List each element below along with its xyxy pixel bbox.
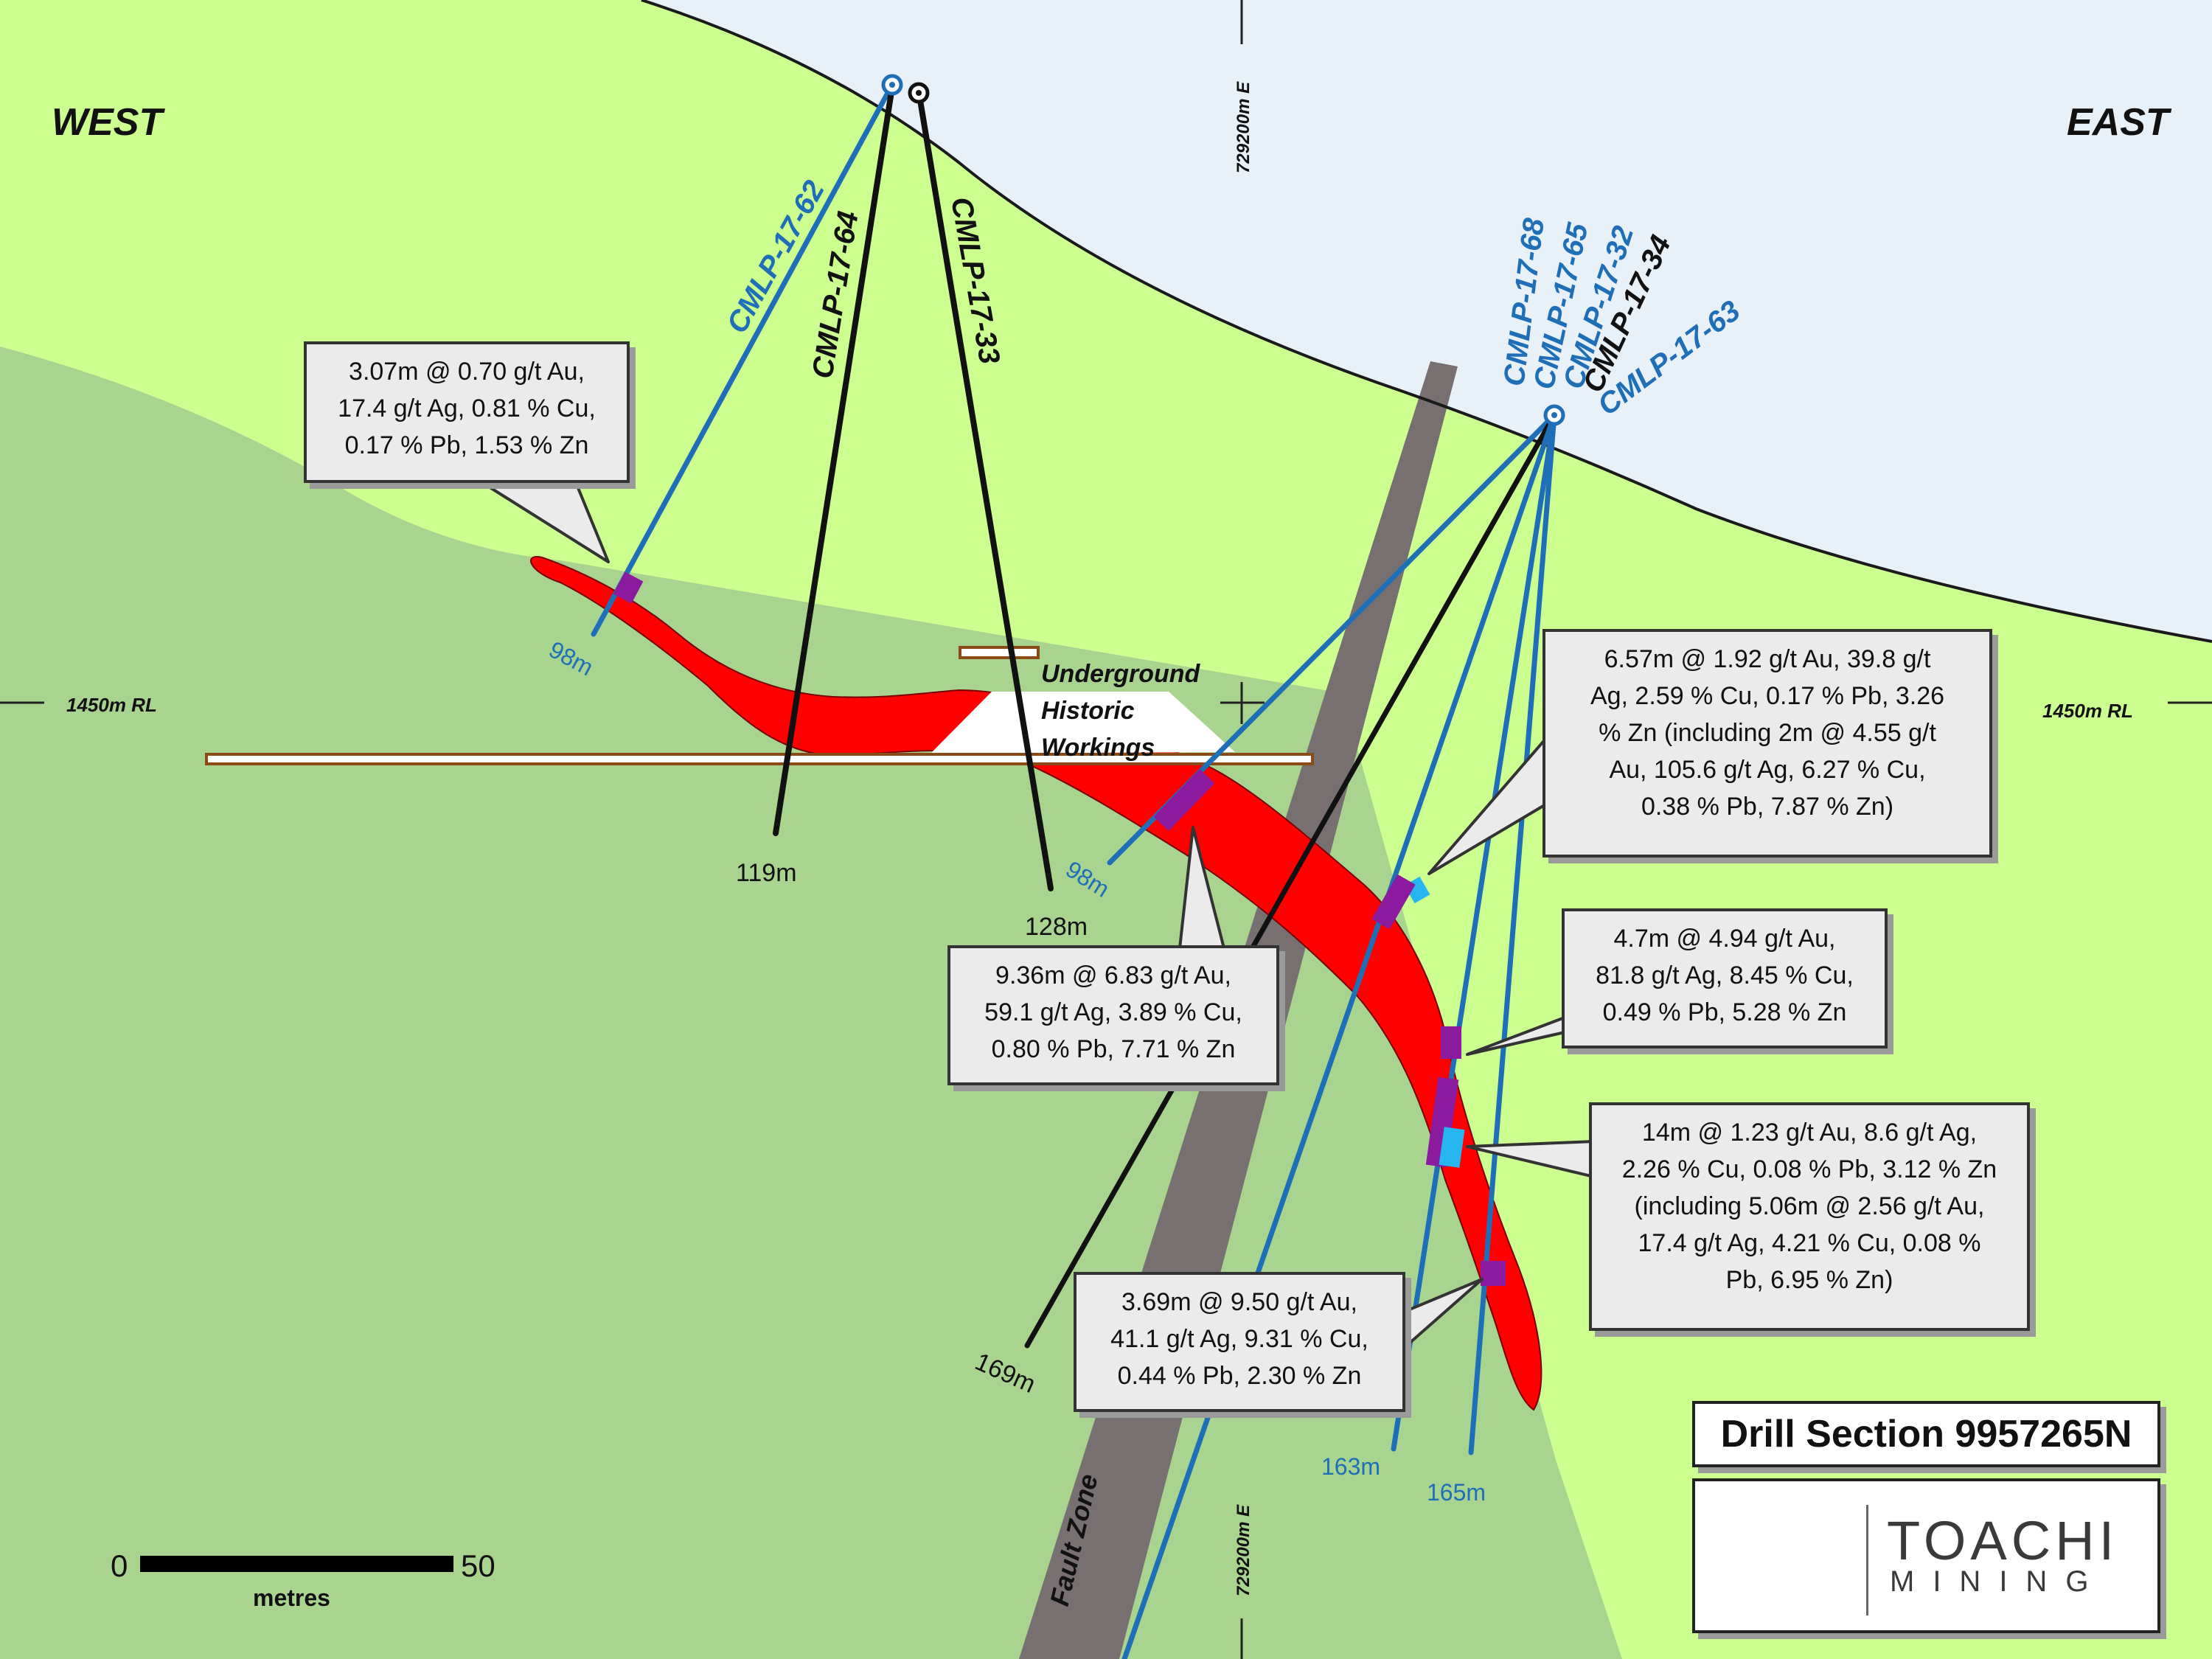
- drill-traces: [591, 82, 1557, 1659]
- trace-cmlp-17-34: [1024, 412, 1557, 1349]
- callout-cmlp-17-65: 14m @ 1.23 g/t Au, 8.6 g/t Ag, 2.26 % Cu…: [1589, 1102, 2030, 1331]
- callout-text: 6.57m @ 1.92 g/t Au, 39.8 g/t Ag, 2.59 %…: [1590, 645, 1945, 821]
- scale-zero: 0: [111, 1548, 128, 1583]
- historic-label: Historic: [1041, 697, 1135, 725]
- callout-text: 4.7m @ 4.94 g/t Au, 81.8 g/t Ag, 8.45 % …: [1596, 925, 1854, 1026]
- historic-drive-main: [205, 753, 1314, 765]
- depth-label-64: 119m: [736, 859, 797, 887]
- intercept-65-alt: [1439, 1127, 1465, 1168]
- rl-label-right: 1450m RL: [2042, 700, 2133, 722]
- intercept-68: [1153, 768, 1215, 832]
- callout-cmlp-17-68: 6.57m @ 1.92 g/t Au, 39.8 g/t Ag, 2.59 %…: [1543, 629, 1992, 858]
- callout-text: 3.07m @ 0.70 g/t Au, 17.4 g/t Ag, 0.81 %…: [338, 358, 596, 459]
- callout-text: 9.36m @ 6.83 g/t Au, 59.1 g/t Ag, 3.89 %…: [984, 961, 1242, 1063]
- intercept-62: [613, 571, 644, 604]
- depth-label-65: 163m: [1321, 1453, 1380, 1480]
- trace-cmlp-17-63: [1121, 412, 1557, 1659]
- scale-max: 50: [461, 1548, 495, 1583]
- company-logo: TOACHI MINING: [1692, 1478, 2160, 1633]
- historic-workings-void: [931, 692, 1235, 754]
- historic-drive-upper: [959, 646, 1040, 659]
- callout-cmlp-17-34: 4.7m @ 4.94 g/t Au, 81.8 g/t Ag, 8.45 % …: [1562, 908, 1888, 1048]
- callout-cmlp-17-32: 3.69m @ 9.50 g/t Au, 41.1 g/t Ag, 9.31 %…: [1074, 1272, 1405, 1412]
- callout-cmlp-17-33: 9.36m @ 6.83 g/t Au, 59.1 g/t Ag, 3.89 %…: [947, 945, 1279, 1085]
- scale-bar: [140, 1556, 453, 1572]
- collars: [881, 74, 1565, 426]
- callout-text: 3.69m @ 9.50 g/t Au, 41.1 g/t Ag, 9.31 %…: [1110, 1288, 1368, 1390]
- underground-label: Underground: [1041, 660, 1201, 688]
- intercept-63: [1441, 1026, 1461, 1059]
- rl-label-left: 1450m RL: [66, 694, 157, 716]
- easting-label-top: 729200m E: [1234, 81, 1253, 173]
- intercept-65: [1425, 1077, 1459, 1168]
- trace-cmlp-17-62: [591, 82, 895, 637]
- section-title: Drill Section 9957265N: [1692, 1401, 2160, 1467]
- logo-subtitle: MINING: [1890, 1565, 2107, 1598]
- workings-label: Workings: [1041, 734, 1155, 762]
- callout-cmlp-17-62: 3.07m @ 0.70 g/t Au, 17.4 g/t Ag, 0.81 %…: [304, 341, 630, 483]
- east-label: EAST: [2067, 101, 2172, 144]
- west-label: WEST: [52, 101, 165, 144]
- intercept-32: [1481, 1261, 1506, 1286]
- intercept-34: [1371, 874, 1416, 930]
- callout-text: 14m @ 1.23 g/t Au, 8.6 g/t Ag, 2.26 % Cu…: [1621, 1119, 1997, 1294]
- collar-west-blue-dot: [889, 82, 895, 88]
- trace-cmlp-17-64: [773, 84, 895, 836]
- depth-label-33: 128m: [1025, 913, 1088, 941]
- easting-label-bottom: 729200m E: [1234, 1504, 1253, 1596]
- trace-cmlp-17-33: [916, 88, 1054, 891]
- intercepts: [613, 571, 1506, 1286]
- logo-divider: [1866, 1505, 1868, 1615]
- scale-unit: metres: [253, 1585, 330, 1611]
- logo-name: TOACHI: [1887, 1510, 2119, 1571]
- collar-west-black-dot: [916, 90, 922, 96]
- callout-pointers: [478, 479, 1596, 1351]
- trace-cmlp-17-65: [1391, 412, 1557, 1452]
- collar-east-dot: [1551, 412, 1557, 418]
- section-title-text: Drill Section 9957265N: [1720, 1413, 2132, 1455]
- depth-label-32: 165m: [1427, 1479, 1486, 1506]
